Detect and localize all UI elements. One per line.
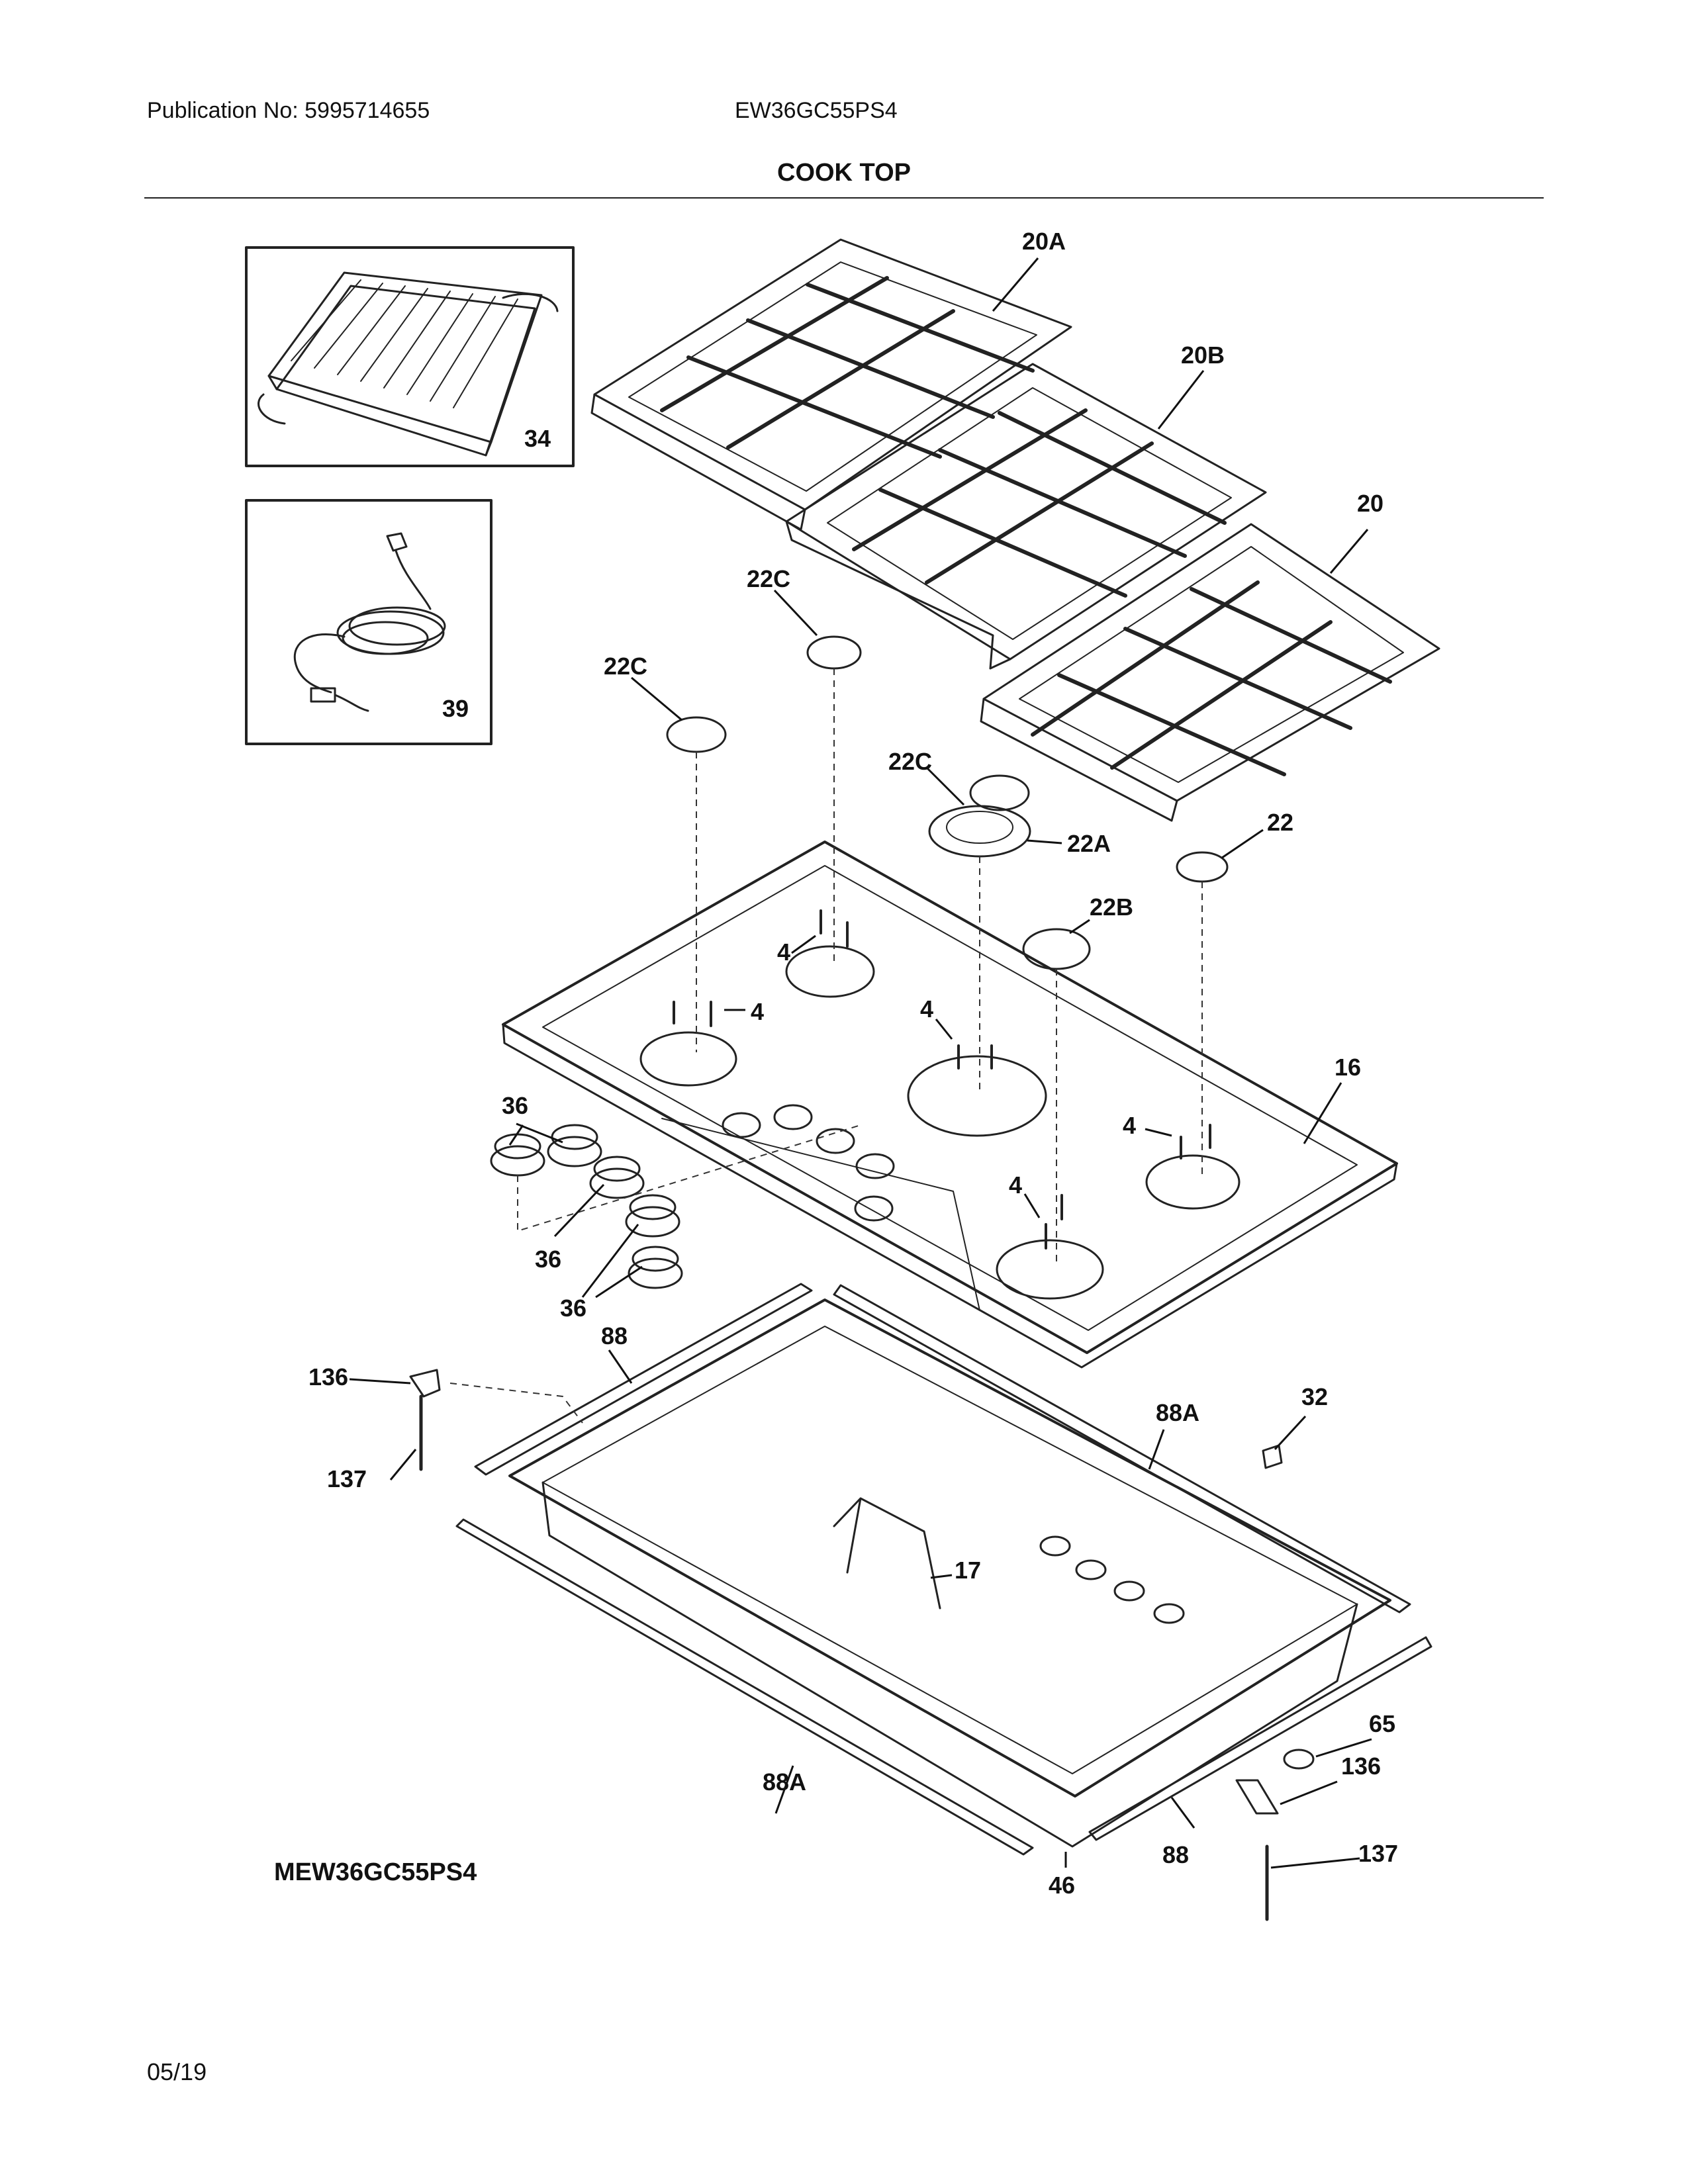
publication-number: Publication No: 5995714655	[147, 98, 430, 123]
bracket-136-left	[409, 1369, 441, 1398]
grate-center	[785, 363, 1267, 670]
callout-34: 34	[524, 425, 551, 452]
callout-36-b: 36	[535, 1246, 562, 1273]
burner-box	[508, 1298, 1391, 1848]
callout-16: 16	[1335, 1054, 1362, 1081]
callout-4-b: 4	[751, 998, 765, 1025]
grate-right	[980, 523, 1440, 822]
knobs	[490, 1124, 683, 1289]
callout-20: 20	[1357, 490, 1384, 517]
callout-88a-front: 88A	[763, 1768, 807, 1796]
callout-4-a: 4	[777, 938, 791, 966]
burner-cap-22	[1176, 851, 1229, 883]
burner-cap-22c-2	[806, 635, 862, 670]
bracket-136-right	[1235, 1779, 1279, 1815]
callout-46: 46	[1049, 1872, 1076, 1899]
callout-17: 17	[955, 1557, 982, 1584]
gasket-88-front	[1088, 1636, 1432, 1841]
gasket-88-back	[474, 1283, 813, 1476]
publication-date: 05/19	[147, 2058, 207, 2085]
callout-88-front: 88	[1162, 1841, 1190, 1868]
callout-136-left: 136	[308, 1363, 349, 1390]
burner-cap-22c-1	[666, 716, 727, 753]
screws	[673, 909, 1211, 1250]
callout-36-c: 36	[560, 1295, 587, 1322]
callout-32: 32	[1301, 1383, 1329, 1410]
griddle-inset	[245, 246, 575, 467]
header-rule	[144, 197, 1544, 199]
callout-4-d: 4	[1123, 1112, 1137, 1139]
callout-22c-1: 22C	[747, 565, 791, 592]
section-title: COOK TOP	[777, 159, 911, 187]
burner-cap-22c-3	[969, 774, 1030, 811]
callout-65: 65	[1369, 1710, 1396, 1737]
callout-4-e: 4	[1009, 1171, 1023, 1199]
callout-88-back: 88	[601, 1322, 628, 1349]
cooktop-top	[502, 841, 1398, 1369]
callout-22c-2: 22C	[604, 653, 648, 680]
callout-39: 39	[442, 695, 469, 722]
burner-cap-22b	[1022, 928, 1091, 970]
callout-22a: 22A	[1067, 830, 1111, 857]
callout-22c-3: 22C	[888, 748, 933, 775]
callout-137-right: 137	[1358, 1840, 1399, 1867]
callout-136-right: 136	[1341, 1752, 1382, 1780]
griddle-icon	[258, 271, 559, 457]
model-number-header: EW36GC55PS4	[735, 98, 898, 123]
orifice-32	[1262, 1444, 1283, 1469]
power-cord-inset	[245, 499, 492, 745]
gasket-88a-front	[455, 1518, 1034, 1856]
callout-36-a: 36	[502, 1092, 529, 1119]
callout-137-left: 137	[327, 1465, 367, 1492]
burner-head-22a	[928, 805, 1031, 858]
grommet-65	[1283, 1749, 1315, 1770]
callout-22b: 22B	[1090, 893, 1134, 921]
model-number-footer: MEW36GC55PS4	[274, 1858, 477, 1886]
callout-22: 22	[1267, 809, 1294, 836]
callout-20a: 20A	[1022, 228, 1066, 255]
power-cord-icon	[293, 532, 446, 712]
callout-20b: 20B	[1181, 341, 1225, 369]
grate-left	[590, 238, 1072, 531]
callout-88a-right: 88A	[1156, 1399, 1200, 1426]
callout-4-c: 4	[920, 995, 934, 1023]
gasket-88a-right	[833, 1284, 1411, 1614]
